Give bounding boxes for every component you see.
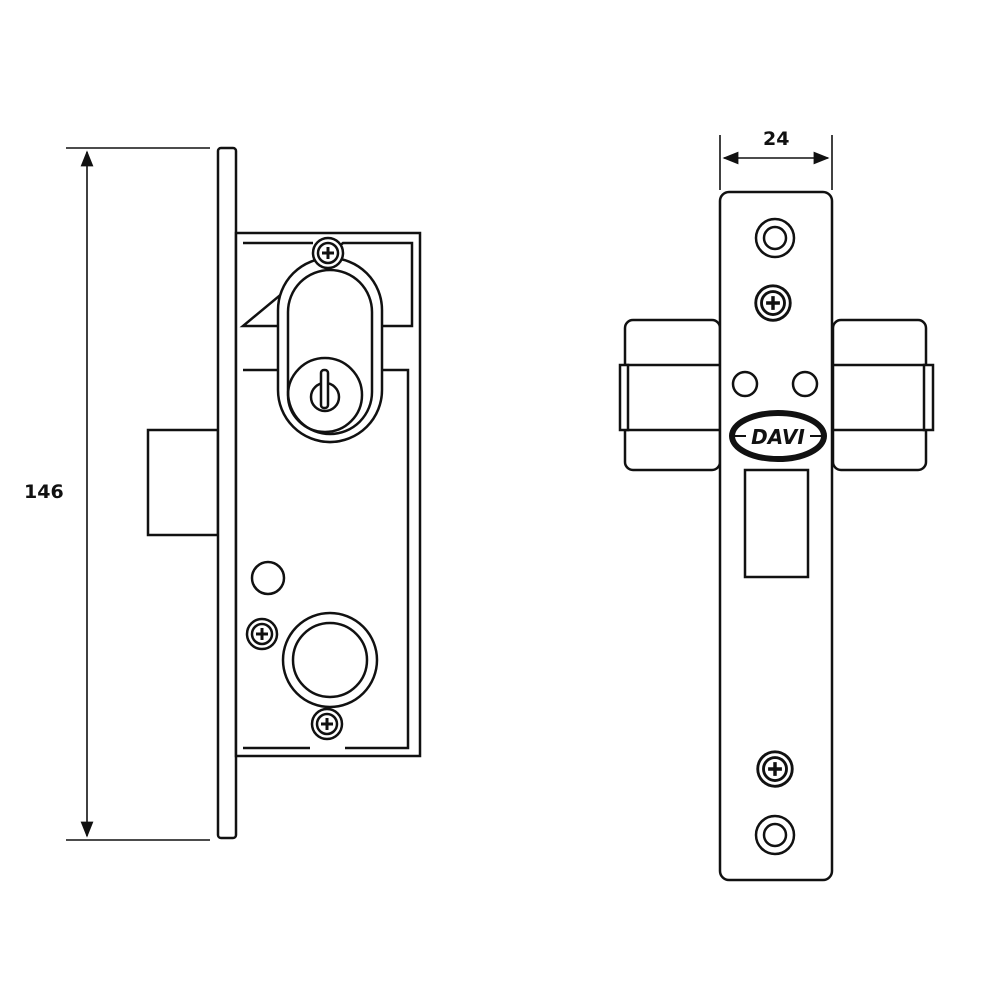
width-label: 24 [763, 128, 790, 150]
hole [250, 560, 286, 596]
left-housing [623, 318, 722, 472]
lock-side-view [146, 146, 422, 840]
screw-icon [756, 750, 794, 788]
svg-text:DAVI: DAVI [751, 425, 805, 449]
ring-screw-icon [754, 814, 796, 856]
logo: DAVI [729, 410, 827, 462]
ring-screw-icon [754, 217, 796, 259]
lock-front-view: DAVI [618, 190, 935, 882]
screw-icon [245, 617, 279, 651]
faceplate [718, 190, 834, 882]
spindle-hole [291, 621, 369, 699]
right-housing [831, 318, 928, 472]
latch-bolt [146, 428, 220, 537]
height-label: 146 [24, 481, 64, 503]
cylinder-oval [276, 256, 384, 444]
height-dimension [66, 147, 210, 841]
screw-icon [311, 236, 345, 270]
cylinder [286, 356, 364, 434]
screw-icon [310, 707, 344, 741]
faceplate-edge [216, 146, 238, 840]
key-slot [319, 368, 330, 410]
width-dimension [719, 135, 833, 190]
latch-opening [743, 468, 810, 579]
hole [731, 370, 759, 398]
hole [791, 370, 819, 398]
screw-icon [754, 284, 792, 322]
